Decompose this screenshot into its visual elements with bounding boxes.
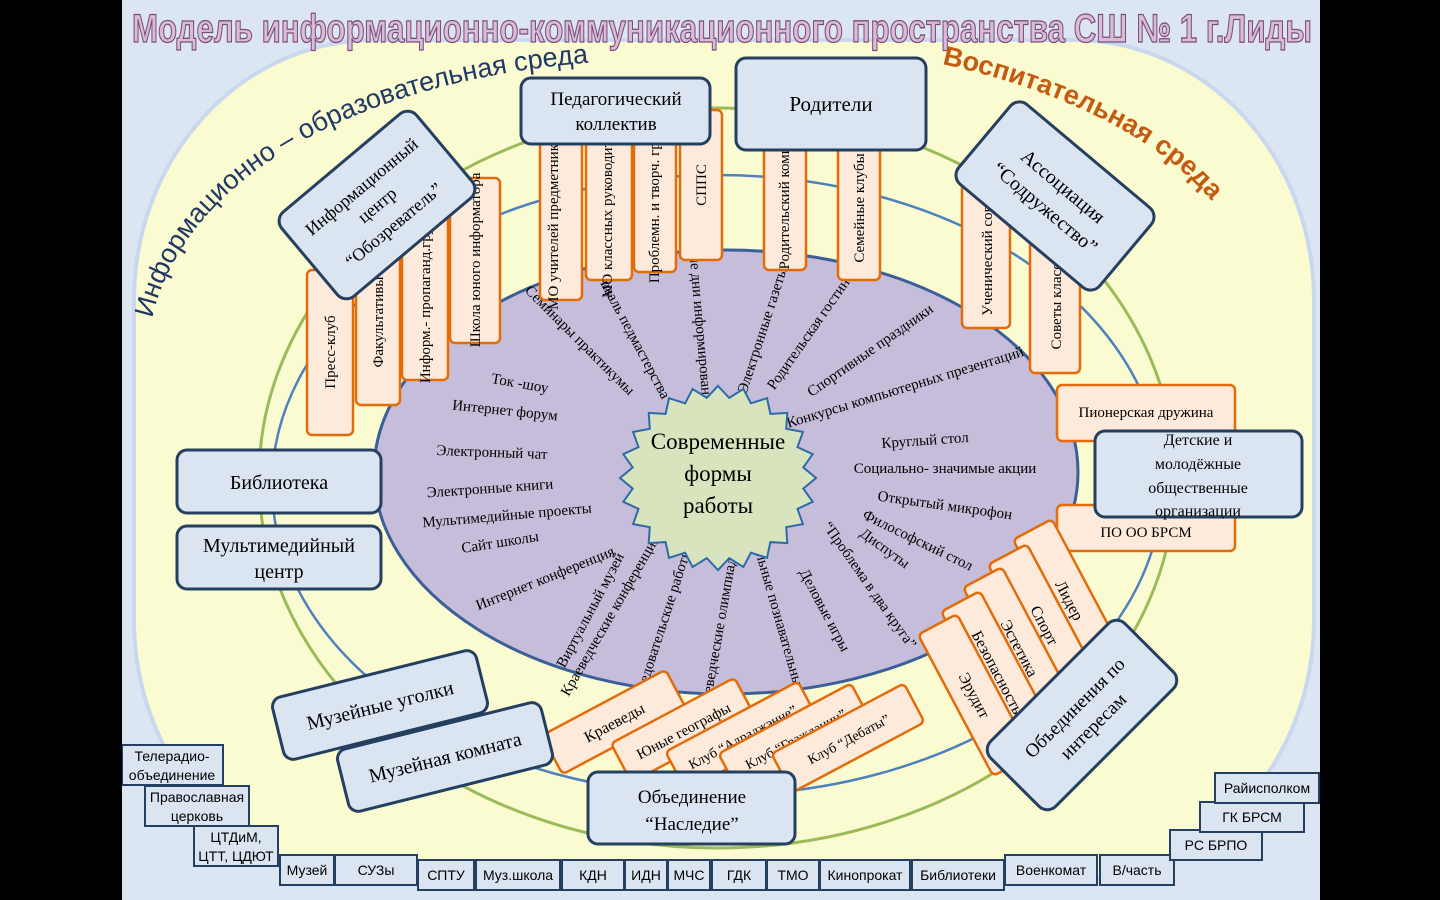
- ext-org: СПТУ: [417, 859, 475, 891]
- ext-ctdim: ЦТДиМ, ЦТТ, ЦДЮТ: [193, 825, 279, 867]
- ext-org: Муз.школа: [475, 859, 561, 891]
- svg-text:Библиотеки: Библиотеки: [920, 867, 996, 883]
- ext-row: Музей СУЗы СПТУ Муз.школа КДН ИДН МЧС ГДК ТМО Кин…: [279, 772, 1320, 891]
- svg-text:молодёжные: молодёжные: [1155, 456, 1241, 473]
- box-muzeynaya-komnata: Музейная комната: [335, 701, 555, 813]
- box-muzeynye-ugolki: Музейные уголки: [270, 649, 490, 761]
- tab-mo-uchiteley: МО учителей предметников: [538, 130, 584, 310]
- svg-text:Пресс-клуб: Пресс-клуб: [323, 315, 339, 389]
- svg-text:Кинопрокат: Кинопрокат: [828, 867, 904, 883]
- box-biblioteka: Библиотека: [175, 448, 383, 515]
- svg-text:объединение: объединение: [129, 767, 216, 783]
- center-line3: работы: [683, 493, 753, 518]
- ext-pravoslavnaya-cerkov: Православная церковь: [144, 785, 250, 827]
- svg-text:СУЗы: СУЗы: [358, 862, 395, 878]
- svg-text:Пионерская дружина: Пионерская дружина: [1079, 405, 1214, 421]
- svg-text:Советы классов: Советы классов: [1049, 249, 1065, 350]
- form-label: Круглый стол: [881, 430, 970, 452]
- box-ped-line2: коллектив: [575, 114, 656, 135]
- svg-text:РС БРПО: РС БРПО: [1185, 837, 1248, 853]
- svg-text:центр: центр: [254, 561, 303, 583]
- svg-text:Семейные клубы: Семейные клубы: [852, 153, 868, 262]
- svg-text:МО учителей предметников: МО учителей предметников: [546, 130, 562, 310]
- page-title: Модель информационно-коммуникационного п…: [132, 7, 1312, 51]
- ext-org: ТМО: [766, 859, 820, 891]
- svg-text:ИДН: ИДН: [631, 867, 661, 883]
- ext-org: В/часть: [1099, 854, 1175, 886]
- svg-text:Библиотека: Библиотека: [230, 472, 328, 494]
- svg-text:Проблемн. и творч. группы: Проблемн. и творч. группы: [647, 109, 663, 283]
- svg-text:МО классных руководителей: МО классных руководителей: [600, 112, 616, 298]
- svg-text:ГДК: ГДК: [727, 867, 752, 883]
- svg-text:Муз.школа: Муз.школа: [483, 867, 553, 883]
- svg-text:Мультимедийный: Мультимедийный: [203, 535, 355, 557]
- center-line1: Современные: [651, 429, 785, 454]
- svg-text:организации: организации: [1155, 503, 1241, 520]
- svg-text:Военкомат: Военкомат: [1016, 862, 1087, 878]
- svg-text:Факультативы: Факультативы: [371, 277, 387, 368]
- box-roditeli: Родители: [734, 56, 928, 152]
- form-label: Социально- значимые акции: [854, 461, 1037, 477]
- box-nasledie: Объединение “Наследие”: [586, 770, 797, 846]
- svg-text:Ученический совет: Ученический совет: [980, 192, 996, 316]
- tab-problem-groups: Проблемн. и творч. группы: [632, 109, 678, 283]
- svg-text:ЦТТ, ЦДЮТ: ЦТТ, ЦДЮТ: [198, 848, 274, 864]
- svg-text:общественные: общественные: [1148, 480, 1248, 497]
- box-ped-line1: Педагогический: [550, 89, 681, 110]
- center-star: [618, 384, 818, 572]
- svg-text:“Наследие”: “Наследие”: [645, 814, 738, 835]
- form-label: Электронный чат: [436, 443, 548, 463]
- svg-text:Школа юного информатора: Школа юного информатора: [468, 172, 484, 347]
- svg-text:ТМО: ТМО: [777, 867, 808, 883]
- ext-org: Библиотеки: [911, 859, 1005, 891]
- svg-text:МЧС: МЧС: [674, 867, 705, 883]
- ext-org: Кинопрокат: [819, 859, 911, 891]
- box-det-organizacii: Детские и молодёжные общественные органи…: [1093, 429, 1304, 520]
- ext-org: МЧС: [667, 859, 711, 891]
- ext-org: Военкомат: [1004, 854, 1098, 886]
- ext-org: РС БРПО: [1169, 829, 1263, 861]
- tab-shkola-informatora: Школа юного информатора: [448, 172, 502, 347]
- tab-press-klub: Пресс-клуб: [305, 268, 355, 437]
- svg-text:Родители: Родители: [789, 92, 872, 116]
- svg-text:ЦТДиМ,: ЦТДиМ,: [210, 829, 261, 845]
- svg-text:СПТУ: СПТУ: [427, 867, 465, 883]
- svg-text:церковь: церковь: [171, 808, 223, 824]
- center-line2: формы: [684, 461, 752, 486]
- svg-text:Телерадио-: Телерадио-: [134, 748, 209, 764]
- svg-text:Информ.- пропаганд.группы: Информ.- пропаганд.группы: [418, 201, 434, 383]
- diagram-svg: Модель информационно-коммуникационного п…: [122, 6, 1320, 891]
- svg-text:ПО ОО БРСМ: ПО ОО БРСМ: [1100, 525, 1191, 541]
- tab-rod-komitet: Родительский комитет: [762, 123, 808, 272]
- svg-text:Объединение: Объединение: [638, 787, 746, 808]
- ext-org: Райисполком: [1214, 772, 1320, 804]
- svg-text:КДН: КДН: [579, 867, 607, 883]
- tab-inform-group: Информ.- пропаганд.группы: [400, 201, 450, 383]
- svg-text:В/часть: В/часть: [1112, 862, 1161, 878]
- svg-text:Православная: Православная: [150, 789, 244, 805]
- ext-org: ГДК: [711, 859, 767, 891]
- box-multimedia-center: Мультимедийный центр: [175, 524, 383, 591]
- ext-org: ИДН: [624, 859, 668, 891]
- ext-org: ГК БРСМ: [1199, 801, 1305, 833]
- svg-text:ГК БРСМ: ГК БРСМ: [1222, 809, 1282, 825]
- svg-text:Родительский комитет: Родительский комитет: [777, 126, 793, 269]
- ext-org: Музей: [279, 854, 335, 886]
- ext-org: КДН: [561, 859, 625, 891]
- box-ped-kollektiv: Педагогический коллектив: [519, 76, 712, 146]
- ext-teleradio: Телерадио- объединение: [122, 744, 224, 786]
- svg-text:Детские и: Детские и: [1164, 432, 1233, 449]
- box-associaciya: Ассоциация “Содружество”: [954, 100, 1156, 292]
- ext-org: СУЗы: [334, 854, 418, 886]
- tab-mo-klassnyh: МО классных руководителей: [584, 112, 634, 298]
- svg-text:Райисполком: Райисполком: [1224, 780, 1310, 796]
- tab-semeynye-kluby: Семейные клубы: [836, 133, 882, 282]
- svg-text:Музей: Музей: [287, 862, 328, 878]
- slide: Модель информационно-коммуникационного п…: [122, 0, 1320, 900]
- tab-pionerskaya-druzhina: Пионерская дружина: [1055, 383, 1237, 443]
- svg-text:СППС: СППС: [694, 164, 710, 206]
